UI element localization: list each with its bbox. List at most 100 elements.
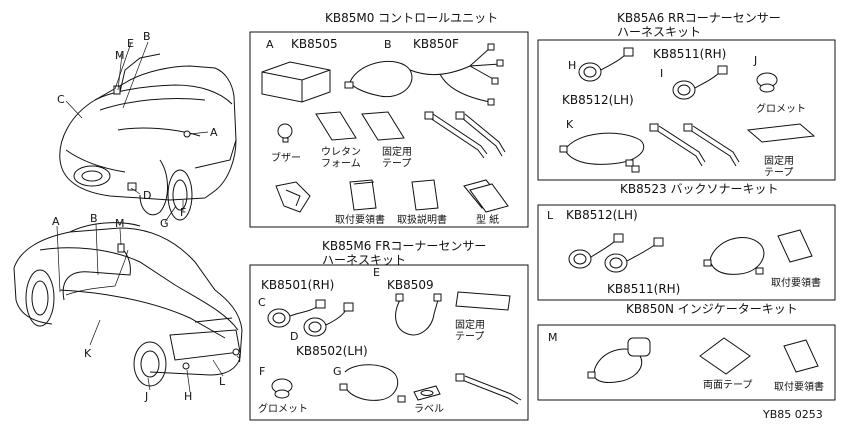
label-label: ラベル (414, 403, 444, 415)
kit-title-rr-sensor: KB85A6 RRコーナーセンサーハーネスキット (617, 11, 781, 39)
kit-title-control-unit: KB85M0 コントロールユニット (325, 11, 498, 25)
label-fixing-tape-fr: 固定用テープ (455, 318, 485, 343)
grommet-f-icon (271, 378, 293, 399)
urethane-foam-icon (315, 111, 357, 141)
callout-m-front: M (115, 49, 125, 62)
footer-code: YB85 0253 (762, 408, 823, 421)
front-car-illustration (59, 53, 237, 221)
item-letter-f: F (259, 365, 265, 378)
callout-e-front: E (127, 37, 134, 50)
template-sheets-icon (463, 179, 509, 213)
item-letter-a: A (266, 38, 274, 51)
sensor-d-icon (303, 302, 354, 337)
callout-j-rear: J (144, 390, 148, 403)
label-double-tape: 両面テープ (703, 379, 752, 391)
label-install-manual-control: 取付要領書 (335, 213, 385, 226)
kit-box-indicator (537, 324, 836, 401)
control-unit-box-icon (261, 61, 331, 103)
item-code-kb8511-rr: KB8511(RH) (653, 47, 726, 61)
kit-title-back-sonar: KB8523 バックソナーキット (620, 182, 778, 196)
kit-box-back-sonar (537, 204, 836, 301)
item-letter-l: L (547, 209, 554, 222)
install-manual-icon-sonar (777, 229, 813, 263)
callout-i-rear: I (238, 352, 241, 365)
item-letter-k: K (566, 118, 574, 131)
label-user-manual: 取扱説明書 (397, 213, 447, 226)
front-car-leaders (65, 41, 209, 223)
callout-h-rear: H (184, 390, 192, 403)
kit-box-fr-sensor (249, 264, 529, 421)
harness-g-icon (339, 364, 406, 403)
grommet-j-icon-rr (756, 72, 778, 93)
callout-m-rear: M (115, 217, 125, 230)
cable-tie-icon-rr-1 (649, 123, 706, 167)
label-install-manual-indicator: 取付要領書 (774, 380, 824, 393)
install-manual-icon-control (349, 179, 377, 211)
cable-tie-icon-fr (455, 373, 522, 405)
label-install-manual-sonar: 取付要領書 (771, 276, 821, 289)
item-letter-j: J (753, 54, 757, 67)
label-grommet-rr: グロメット (756, 102, 806, 115)
kit-box-control-unit (249, 31, 529, 228)
item-code-kb8511-sonar: KB8511(RH) (607, 282, 680, 296)
rear-car-leaders (56, 223, 240, 393)
item-letter-i: I (660, 67, 663, 80)
harness-kb850f-icon (344, 43, 504, 106)
item-code-kb8501: KB8501(RH) (261, 278, 334, 292)
harness-sonar-icon (703, 236, 765, 275)
item-letter-d: D (290, 330, 298, 343)
item-code-kb8512-sonar: KB8512(LH) (566, 208, 638, 222)
callout-b-rear: B (90, 212, 98, 225)
item-code-kb8505: KB8505 (291, 37, 338, 51)
label-fixing-tape-rr: 固定用テープ (764, 154, 794, 179)
item-code-kb850f: KB850F (413, 37, 459, 51)
callout-b-front: B (143, 30, 151, 43)
rear-car-illustration (13, 222, 243, 387)
connector-clip-icon (275, 181, 311, 213)
cable-tie-icon-rr-2 (683, 123, 740, 167)
kit-box-rr-sensor (537, 39, 836, 181)
callout-f-front: F (180, 206, 186, 219)
item-letter-g: G (333, 365, 342, 378)
callout-a-front: A (210, 126, 218, 139)
item-code-kb8512-rr: KB8512(LH) (562, 93, 634, 107)
label-sticker-icon (413, 385, 441, 401)
item-code-kb8502: KB8502(LH) (296, 344, 368, 358)
item-code-kb8509: KB8509 (387, 278, 434, 292)
sensor-i-icon (672, 65, 728, 100)
callout-k-rear: K (84, 347, 92, 360)
user-manual-icon (411, 179, 439, 211)
callout-a-rear: A (52, 215, 60, 228)
item-letter-c: C (258, 296, 266, 309)
buzzer-icon (277, 123, 293, 143)
callout-d-front: D (143, 189, 151, 202)
label-template: 型 紙 (476, 213, 499, 226)
kit-title-indicator: KB850N インジケーターキット (626, 302, 798, 316)
label-urethane-foam: ウレタンフォーム (321, 146, 361, 170)
sensor-l-left-icon (568, 233, 624, 269)
item-letter-h: H (568, 59, 576, 72)
double-tape-icon (699, 337, 751, 375)
harness-k-icon (559, 132, 645, 173)
fixing-tape-icon-control (361, 111, 405, 141)
item-letter-e: E (373, 266, 380, 279)
fixing-tape-icon-rr (746, 123, 816, 143)
kit-title-fr-sensor: KB85M6 FRコーナーセンサーハーネスキット (322, 239, 486, 267)
label-fixing-tape-control: 固定用テープ (382, 145, 412, 170)
harness-e-icon (395, 293, 442, 336)
label-grommet-fr: グロメット (258, 402, 308, 415)
fixing-tape-icon-fr (455, 291, 511, 311)
sensor-c-icon (267, 299, 326, 328)
callout-l-rear: L (219, 375, 226, 388)
indicator-m-icon (587, 337, 651, 383)
cable-tie-icon-control (424, 111, 506, 159)
install-manual-icon-indicator (783, 339, 819, 373)
item-letter-m: M (548, 331, 558, 344)
sensor-l-right-icon (604, 237, 664, 273)
item-letter-b: B (384, 38, 392, 51)
label-buzzer: ブザー (271, 151, 301, 164)
callout-g-front: G (160, 217, 169, 230)
sensor-h-icon (578, 47, 634, 82)
callout-c-front: C (57, 93, 65, 106)
